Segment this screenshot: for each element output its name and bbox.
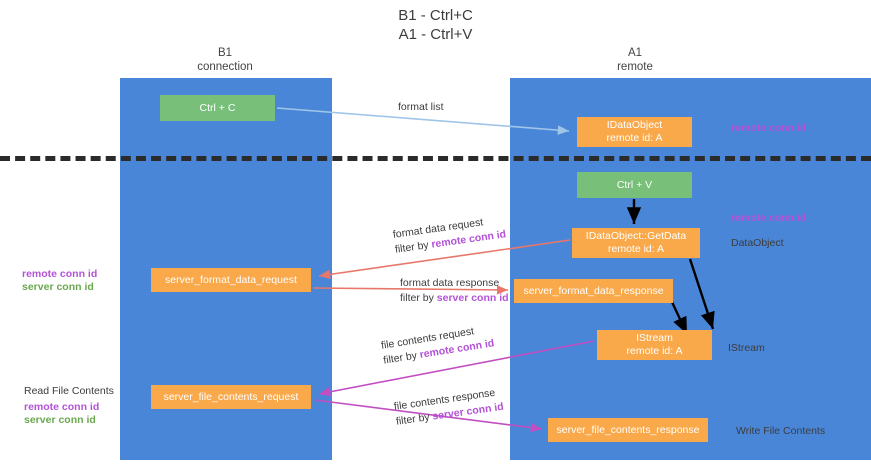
node-server-format-data-response[interactable]: server_format_data_response: [514, 279, 673, 303]
node-idataobject-getdata[interactable]: IDataObject::GetData remote id: A: [572, 228, 700, 258]
node-ctrl-c[interactable]: Ctrl + C: [160, 95, 275, 121]
page-title-line-2: A1 - Ctrl+V: [398, 26, 473, 43]
node-istream[interactable]: IStream remote id: A: [597, 330, 712, 360]
annotation-format-data-request-filter-prefix: filter by: [394, 238, 433, 256]
annotation-file-contents-response: file contents response filter by server …: [393, 385, 505, 430]
node-istream-label: IStream: [636, 332, 673, 344]
page-title: B1 - Ctrl+C A1 - Ctrl+V: [0, 6, 871, 44]
node-istream-sublabel: remote id: A: [626, 345, 683, 357]
node-idataobject-label: IDataObject: [606, 119, 663, 131]
node-server-file-contents-response-label: server_file_contents_response: [556, 423, 700, 436]
legend-bottom: remote conn id server conn id: [24, 401, 99, 427]
lane-header-b1-role: connection: [197, 61, 253, 73]
lane-header-a1: A1 remote: [560, 46, 710, 74]
lane-header-b1: B1 connection: [150, 46, 300, 74]
node-idataobject-getdata-label: IDataObject::GetData: [585, 230, 687, 242]
node-idataobject[interactable]: IDataObject remote id: A: [577, 117, 692, 147]
node-server-format-data-response-label: server_format_data_response: [523, 284, 664, 297]
node-ctrl-v[interactable]: Ctrl + V: [577, 172, 692, 198]
lane-header-a1-name: A1: [627, 47, 643, 59]
annotation-format-list: format list: [398, 101, 444, 113]
legend-mid-server: server conn id: [22, 281, 94, 293]
annotation-format-data-response-filter-prefix: filter by: [400, 292, 437, 304]
side-label-remote-conn-id-mid: remote conn id: [731, 212, 807, 224]
annotation-format-data-response-filter-key: server conn id: [436, 292, 509, 304]
node-server-format-data-request[interactable]: server_format_data_request: [151, 268, 311, 292]
annotation-file-contents-response-filter-prefix: filter by: [395, 410, 434, 428]
lane-header-b1-name: B1: [217, 47, 233, 59]
annotation-file-contents-request: file contents request filter by remote c…: [380, 321, 495, 368]
phase-divider: [0, 156, 871, 161]
legend-bottom-remote: remote conn id: [24, 401, 100, 413]
legend-bottom-server: server conn id: [24, 414, 96, 426]
annotation-format-data-response: format data response filter by server co…: [400, 276, 509, 306]
annotation-format-data-request: format data request filter by remote con…: [392, 212, 507, 257]
node-server-file-contents-request-label: server_file_contents_request: [163, 390, 299, 403]
node-idataobject-getdata-sublabel: remote id: A: [607, 243, 665, 255]
side-label-remote-conn-id-top: remote conn id: [731, 122, 807, 134]
lane-header-a1-role: remote: [617, 61, 653, 73]
node-server-format-data-request-label: server_format_data_request: [165, 273, 297, 286]
legend-mid: remote conn id server conn id: [22, 268, 97, 294]
node-ctrl-c-label: Ctrl + C: [199, 101, 236, 114]
side-label-write-file-contents: Write File Contents: [736, 425, 826, 437]
side-label-dataobject: DataObject: [731, 237, 784, 249]
node-idataobject-sublabel: remote id: A: [606, 132, 663, 144]
legend-mid-remote: remote conn id: [22, 268, 98, 280]
page-title-line-1: B1 - Ctrl+C: [398, 7, 473, 24]
node-server-file-contents-response[interactable]: server_file_contents_response: [548, 418, 708, 442]
side-label-read-file-contents: Read File Contents: [24, 385, 114, 397]
node-server-file-contents-request[interactable]: server_file_contents_request: [151, 385, 311, 409]
annotation-format-data-response-filter: filter by server conn id: [400, 291, 509, 306]
annotation-format-data-response-title: format data response: [400, 277, 500, 289]
node-ctrl-v-label: Ctrl + V: [616, 178, 653, 191]
side-label-istream: IStream: [728, 342, 765, 354]
